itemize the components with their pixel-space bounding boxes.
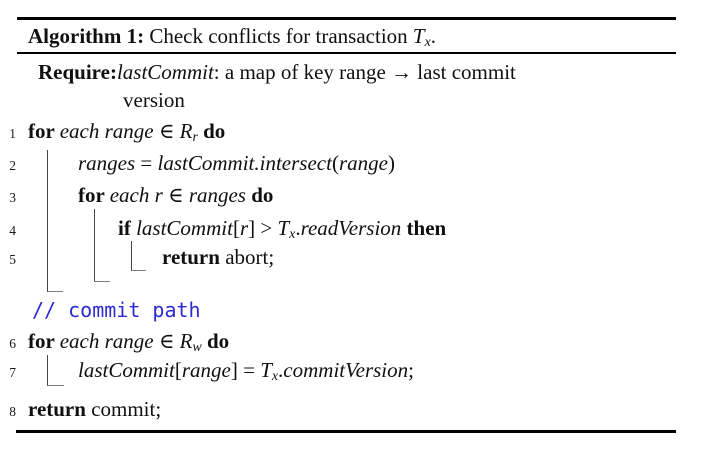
line-number: 4 [9, 223, 16, 238]
line-number: 7 [9, 365, 16, 380]
block-guide-commit-for [46, 355, 64, 386]
code-line-2: 2 ranges = lastCommit.intersect(range) [0, 152, 395, 177]
comment-line: // commit path [32, 298, 201, 322]
caption-rule [17, 52, 676, 54]
code-line-8: 8 return commit; [0, 398, 161, 423]
code-line-4: 4 if lastCommit[r] > Tx.readVersion then [0, 217, 446, 242]
code-text: return commit; [28, 397, 162, 421]
line-number: 3 [9, 190, 16, 205]
block-guide-outer-for [46, 150, 63, 292]
block-guide-if [130, 241, 146, 271]
line-number: 1 [9, 126, 16, 141]
require-line: Require:lastCommit: a map of key range →… [38, 60, 516, 84]
code-text: for each r ∈ ranges do [78, 183, 274, 207]
line-number: 5 [9, 252, 16, 267]
code-text: ranges = lastCommit.intersect(range) [78, 151, 395, 175]
line-number: 8 [9, 404, 16, 419]
code-line-1: 1 for each range ∈ Rr do [0, 120, 225, 145]
code-line-3: 3 for each r ∈ ranges do [0, 184, 273, 209]
code-text: return abort; [162, 245, 275, 269]
code-text: for each range ∈ Rr do [28, 119, 226, 145]
line-number: 6 [9, 336, 16, 351]
block-guide-inner-for [93, 209, 110, 282]
bottom-rule [16, 430, 676, 433]
code-line-7: 7 lastCommit[range] = Tx.commitVersion; [0, 359, 414, 384]
code-line-6: 6 for each range ∈ Rw do [0, 330, 229, 355]
require-continuation: version [123, 88, 185, 112]
code-line-5: 5 return abort; [0, 246, 274, 271]
code-text: if lastCommit[r] > Tx.readVersion then [118, 216, 447, 242]
line-number: 2 [9, 158, 16, 173]
code-text: lastCommit[range] = Tx.commitVersion; [78, 358, 414, 384]
algorithm-caption: Algorithm 1: Check conflicts for transac… [28, 24, 436, 50]
top-rule [17, 17, 676, 20]
code-text: for each range ∈ Rw do [28, 329, 230, 355]
